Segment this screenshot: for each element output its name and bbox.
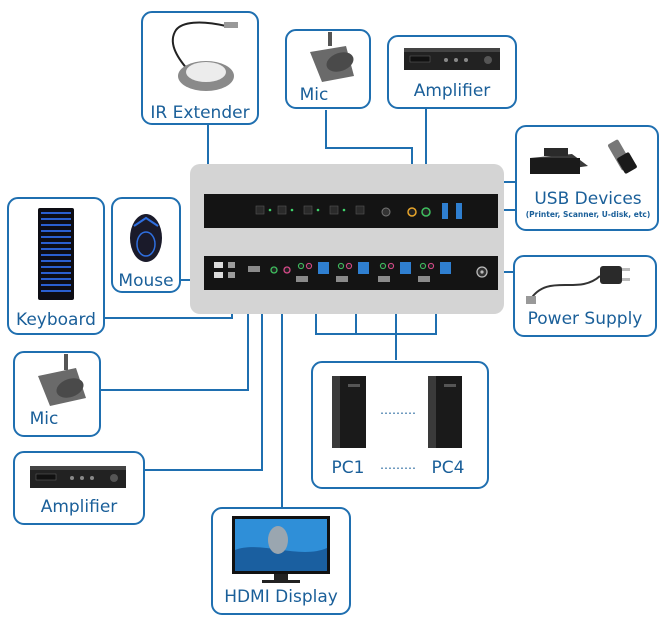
kvm-switch bbox=[190, 164, 504, 314]
amplifier-icon bbox=[404, 48, 500, 70]
mic-top-box: Mic bbox=[285, 29, 371, 109]
pc-input-group-2 bbox=[336, 262, 369, 282]
kvm-rear-panel bbox=[204, 256, 498, 290]
front-panel-leds bbox=[268, 208, 346, 212]
keyboard-box: Keyboard bbox=[7, 197, 105, 335]
keyboard-icon bbox=[38, 208, 74, 300]
ir-extender-label: IR Extender bbox=[150, 103, 249, 123]
ir-receiver-icon bbox=[171, 21, 238, 91]
mic-top-label: Mic bbox=[300, 85, 329, 105]
mic-bottom-box: Mic bbox=[13, 351, 101, 437]
amplifier-icon bbox=[30, 466, 126, 488]
rear-panel-hdmi-out bbox=[248, 266, 260, 272]
pcs-box: ……… PC1 ……… PC4 bbox=[311, 361, 489, 489]
monitor-icon bbox=[232, 516, 330, 583]
pc1-label: PC1 bbox=[332, 458, 365, 478]
mic-bottom-label: Mic bbox=[30, 409, 59, 429]
front-panel-audio-jacks bbox=[381, 207, 431, 217]
usb-drive-icon bbox=[608, 139, 637, 174]
mouse-box: Mouse bbox=[111, 197, 181, 293]
amplifier-bottom-label: Amplifier bbox=[41, 497, 118, 517]
power-supply-box: Power Supply bbox=[513, 255, 657, 337]
pc-dots-bottom: ……… bbox=[380, 458, 416, 472]
hdmi-display-label: HDMI Display bbox=[224, 587, 338, 607]
microphone-icon bbox=[38, 354, 86, 406]
mouse-label: Mouse bbox=[118, 271, 173, 291]
mouse-icon bbox=[130, 214, 162, 262]
amplifier-bottom-box: Amplifier bbox=[13, 451, 145, 525]
hdmi-display-box: HDMI Display bbox=[211, 507, 351, 615]
rear-panel-audio-out bbox=[270, 266, 291, 274]
pc4-label: PC4 bbox=[432, 458, 465, 478]
microphone-icon bbox=[310, 32, 354, 82]
pc-input-group-4 bbox=[418, 262, 451, 282]
usb-devices-box: USB Devices (Printer, Scanner, U-disk, e… bbox=[515, 125, 659, 231]
amplifier-top-label: Amplifier bbox=[414, 81, 491, 101]
kvm-front-panel bbox=[204, 194, 498, 228]
pc-dots-top: ……… bbox=[380, 403, 416, 417]
power-adapter-icon bbox=[526, 266, 630, 304]
amplifier-top-box: Amplifier bbox=[387, 35, 517, 109]
pc-tower-icon bbox=[428, 376, 462, 448]
kvm-panel-background bbox=[190, 164, 504, 314]
pc-tower-icon bbox=[332, 376, 366, 448]
rear-panel-usb-ports bbox=[214, 262, 235, 278]
ir-extender-box: IR Extender bbox=[141, 11, 259, 125]
usb-devices-sublabel: (Printer, Scanner, U-disk, etc) bbox=[526, 210, 651, 219]
front-panel-usb-ports bbox=[442, 203, 462, 219]
power-supply-label: Power Supply bbox=[528, 309, 643, 329]
printer-icon bbox=[530, 148, 588, 174]
usb-devices-label: USB Devices bbox=[534, 189, 641, 209]
rear-panel-power-jack bbox=[476, 266, 488, 278]
front-panel-buttons bbox=[255, 205, 365, 215]
keyboard-label: Keyboard bbox=[16, 310, 96, 330]
pc-input-group-3 bbox=[378, 262, 411, 282]
pc-input-group-1 bbox=[296, 262, 329, 282]
